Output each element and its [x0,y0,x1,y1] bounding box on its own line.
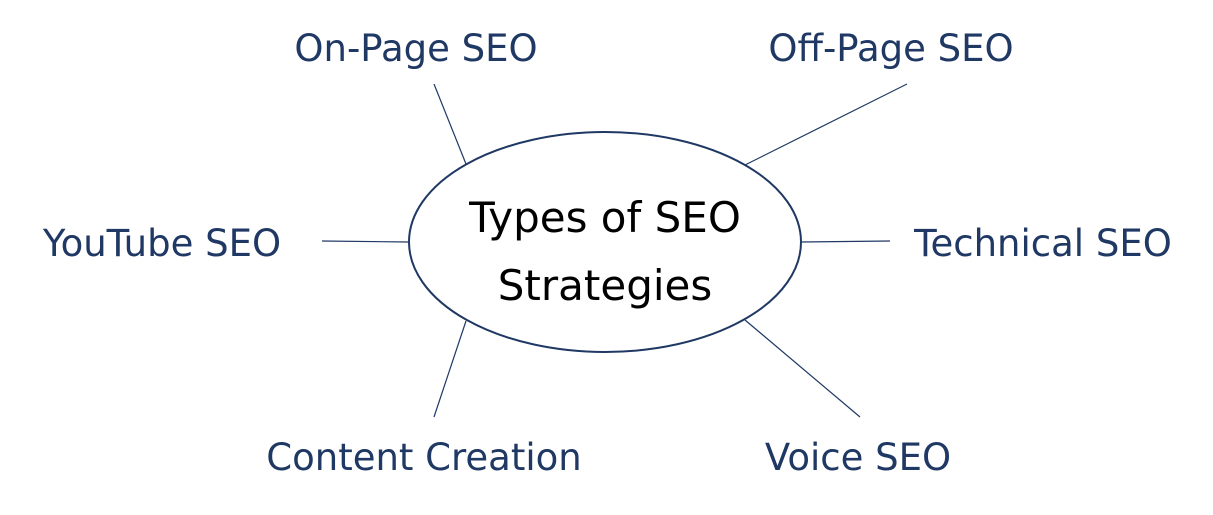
connector-content-creation [433,320,467,418]
connector-technical [800,240,891,243]
branch-label-technical: Technical SEO [913,222,1172,265]
connector-off-page [744,83,908,166]
branch-label-on-page: On-Page SEO [294,27,537,70]
center-title-line-2: Strategies [498,261,713,310]
branch-label-content-creation: Content Creation [266,436,581,479]
center-title-line-1: Types of SEO [468,193,741,242]
branch-label-off-page: Off-Page SEO [768,27,1013,70]
connector-on-page [433,83,467,165]
center-node [408,131,802,353]
connector-voice [744,319,861,418]
branch-label-voice: Voice SEO [765,436,951,479]
connector-youtube [321,240,409,243]
branch-label-youtube: YouTube SEO [42,222,281,265]
